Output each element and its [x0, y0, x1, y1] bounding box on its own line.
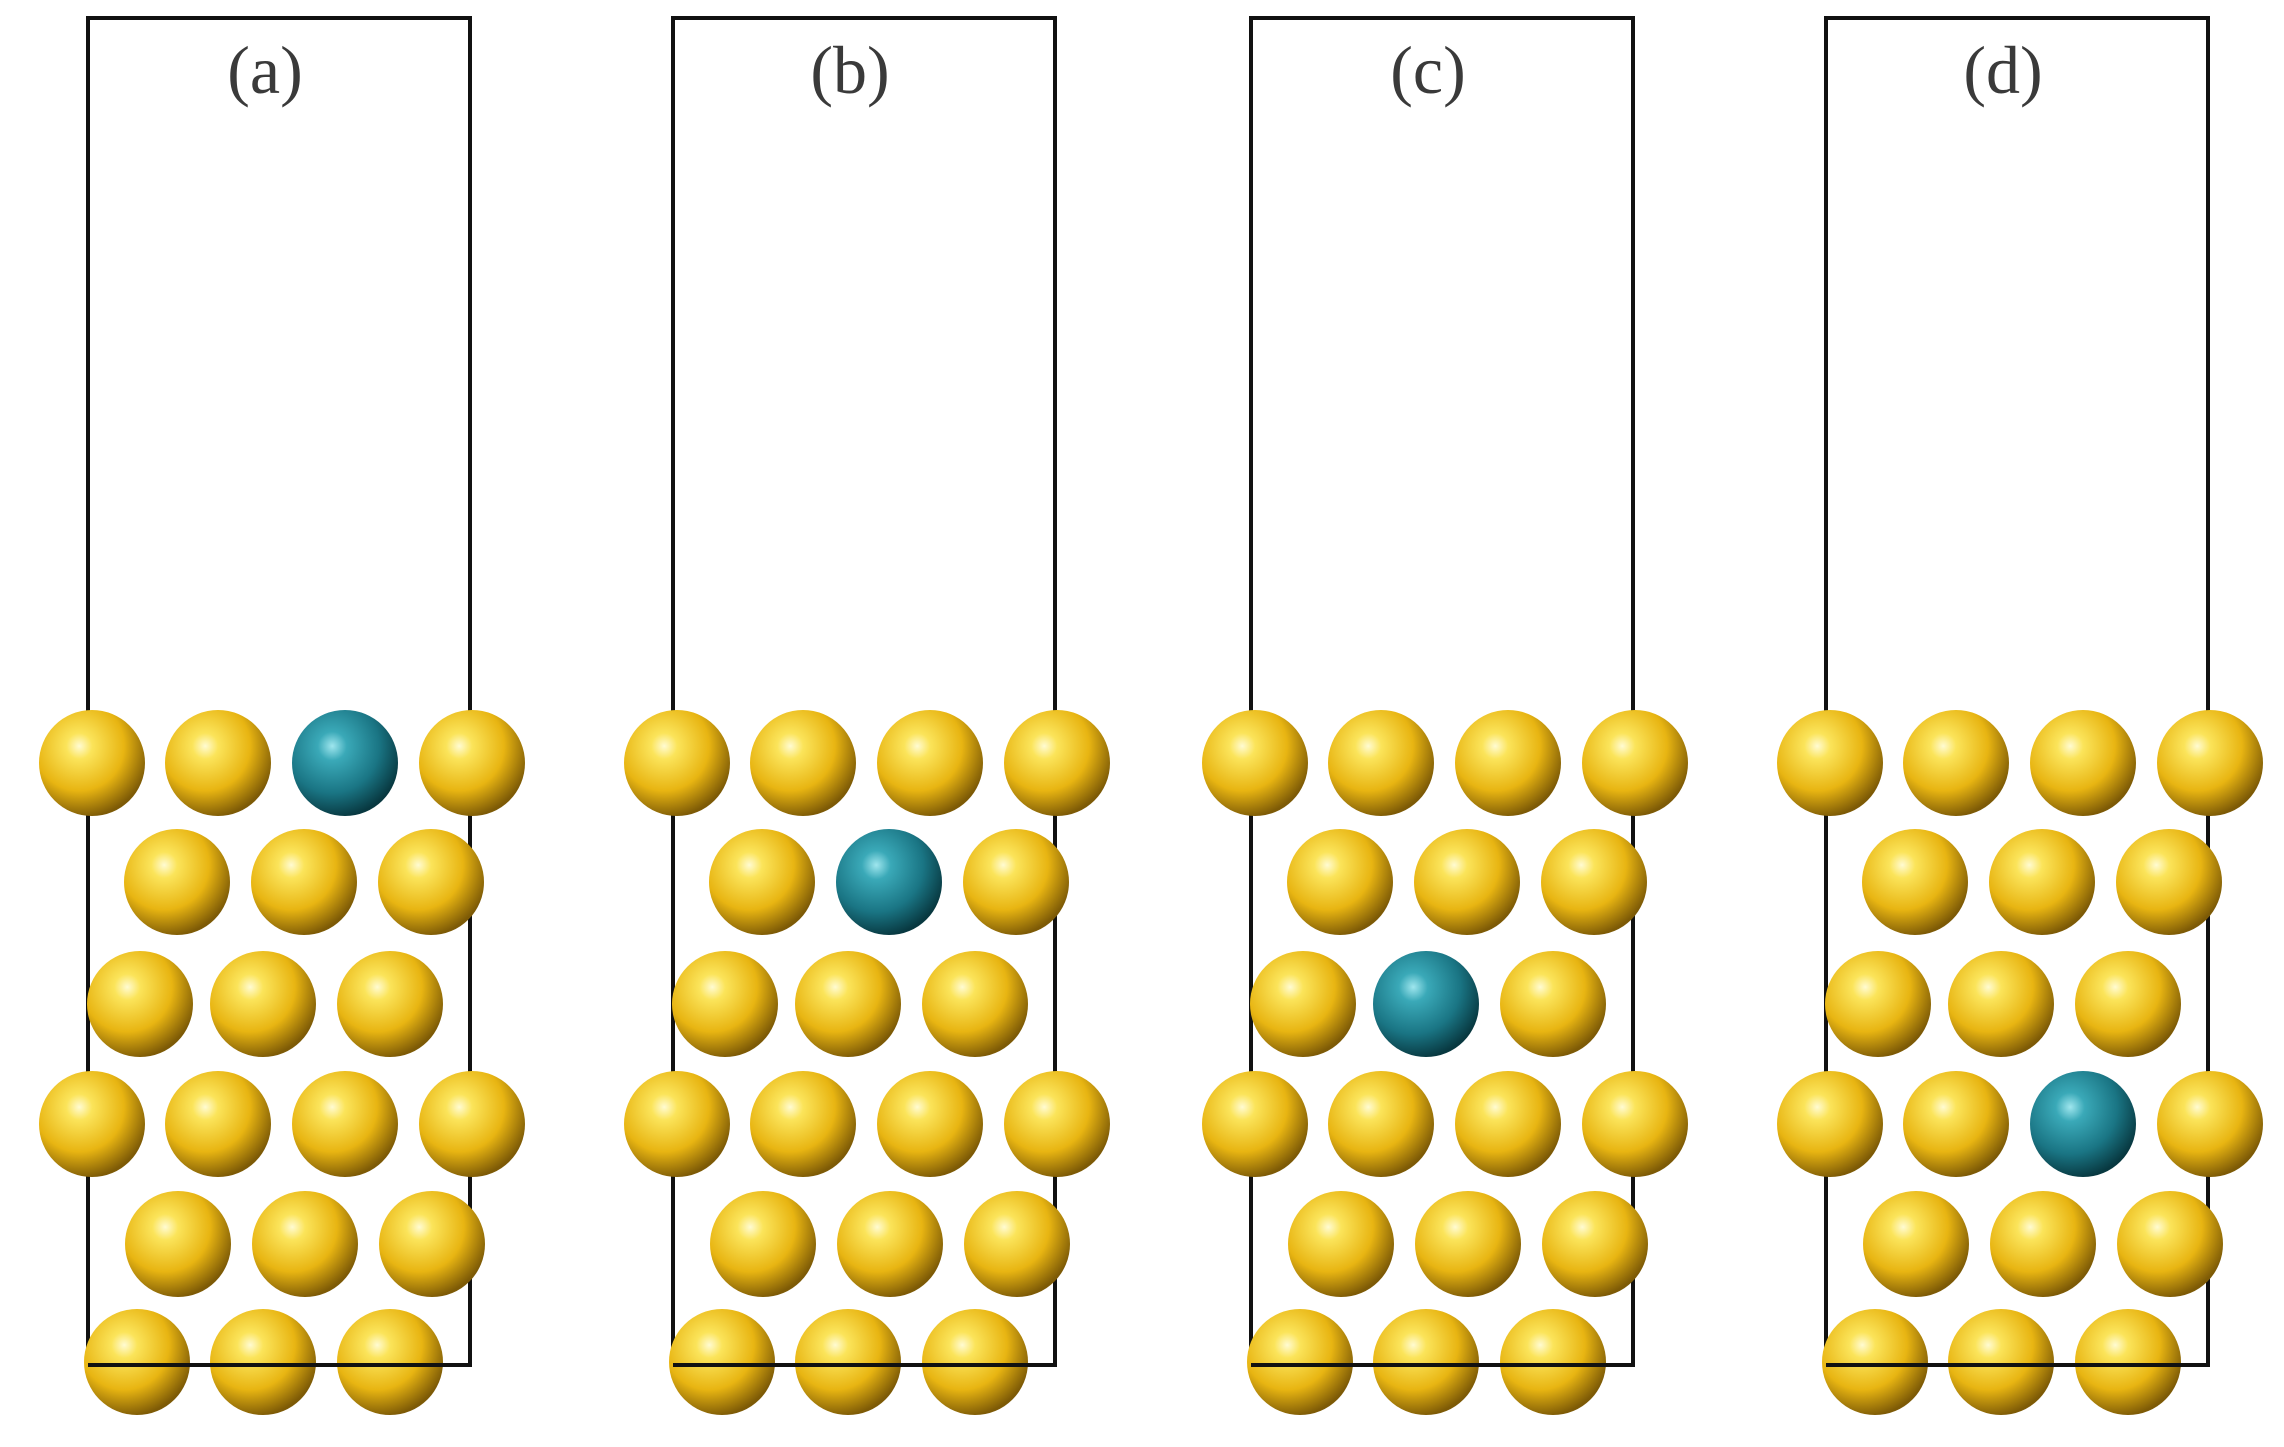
atom-layers — [39, 710, 525, 1415]
host-atom — [165, 710, 271, 816]
host-atom — [1004, 1071, 1110, 1177]
unit-cell-outline — [671, 16, 1057, 1367]
host-atom — [1500, 951, 1606, 1057]
host-atom — [165, 1071, 271, 1177]
host-atom — [1541, 829, 1647, 935]
panel-d: (d) — [1777, 16, 2263, 1415]
host-atom — [210, 1309, 316, 1415]
host-atom — [672, 951, 778, 1057]
host-atom — [1328, 1071, 1434, 1177]
host-atom — [1777, 710, 1883, 816]
host-atom — [922, 1309, 1028, 1415]
panel-label: (d) — [1963, 32, 2042, 108]
host-atom — [1415, 1191, 1521, 1297]
dopant-atom — [2030, 1071, 2136, 1177]
host-atom — [251, 829, 357, 935]
host-atom — [1250, 951, 1356, 1057]
host-atom — [1414, 829, 1520, 935]
host-atom — [2157, 1071, 2263, 1177]
host-atom — [39, 1071, 145, 1177]
panel-a: (a) — [39, 16, 525, 1415]
panel-c: (c) — [1202, 16, 1688, 1415]
host-atom — [1822, 1309, 1928, 1415]
atom-layers — [1202, 710, 1688, 1415]
host-atom — [39, 710, 145, 816]
host-atom — [877, 1071, 983, 1177]
host-atom — [837, 1191, 943, 1297]
host-atom — [624, 1071, 730, 1177]
host-atom — [378, 829, 484, 935]
host-atom — [125, 1191, 231, 1297]
host-atom — [1862, 829, 1968, 935]
host-atom — [1202, 710, 1308, 816]
host-atom — [1582, 710, 1688, 816]
host-atom — [379, 1191, 485, 1297]
host-atom — [795, 951, 901, 1057]
host-atom — [710, 1191, 816, 1297]
host-atom — [1989, 829, 2095, 935]
host-atom — [1288, 1191, 1394, 1297]
host-atom — [709, 829, 815, 935]
host-atom — [1455, 710, 1561, 816]
host-atom — [1948, 1309, 2054, 1415]
host-atom — [1542, 1191, 1648, 1297]
host-atom — [2075, 1309, 2181, 1415]
dopant-atom — [1373, 951, 1479, 1057]
host-atom — [624, 710, 730, 816]
host-atom — [1247, 1309, 1353, 1415]
host-atom — [87, 951, 193, 1057]
host-atom — [1903, 1071, 2009, 1177]
host-atom — [750, 710, 856, 816]
host-atom — [1903, 710, 2009, 816]
host-atom — [124, 829, 230, 935]
host-atom — [1500, 1309, 1606, 1415]
host-atom — [963, 829, 1069, 935]
panel-label: (b) — [810, 32, 889, 108]
host-atom — [419, 1071, 525, 1177]
host-atom — [964, 1191, 1070, 1297]
host-atom — [2030, 710, 2136, 816]
dopant-atom — [292, 710, 398, 816]
unit-cell-outline — [86, 16, 472, 1367]
host-atom — [1287, 829, 1393, 935]
host-atom — [210, 951, 316, 1057]
panel-b: (b) — [624, 16, 1110, 1415]
host-atom — [1455, 1071, 1561, 1177]
host-atom — [2117, 1191, 2223, 1297]
host-atom — [1948, 951, 2054, 1057]
host-atom — [750, 1071, 856, 1177]
dopant-atom — [836, 829, 942, 935]
unit-cell-outline — [1249, 16, 1635, 1367]
host-atom — [1825, 951, 1931, 1057]
host-atom — [1777, 1071, 1883, 1177]
unit-cell-outline — [1824, 16, 2210, 1367]
atom-layers — [1777, 710, 2263, 1415]
host-atom — [1328, 710, 1434, 816]
host-atom — [84, 1309, 190, 1415]
host-atom — [419, 710, 525, 816]
host-atom — [922, 951, 1028, 1057]
host-atom — [877, 710, 983, 816]
host-atom — [1582, 1071, 1688, 1177]
host-atom — [1990, 1191, 2096, 1297]
host-atom — [669, 1309, 775, 1415]
host-atom — [337, 1309, 443, 1415]
host-atom — [1863, 1191, 1969, 1297]
host-atom — [795, 1309, 901, 1415]
host-atom — [2116, 829, 2222, 935]
host-atom — [2157, 710, 2263, 816]
host-atom — [337, 951, 443, 1057]
host-atom — [292, 1071, 398, 1177]
host-atom — [1373, 1309, 1479, 1415]
atom-layers — [624, 710, 1110, 1415]
host-atom — [1004, 710, 1110, 816]
host-atom — [2075, 951, 2181, 1057]
host-atom — [252, 1191, 358, 1297]
panel-label: (a) — [227, 32, 302, 108]
host-atom — [1202, 1071, 1308, 1177]
panel-label: (c) — [1390, 32, 1465, 108]
